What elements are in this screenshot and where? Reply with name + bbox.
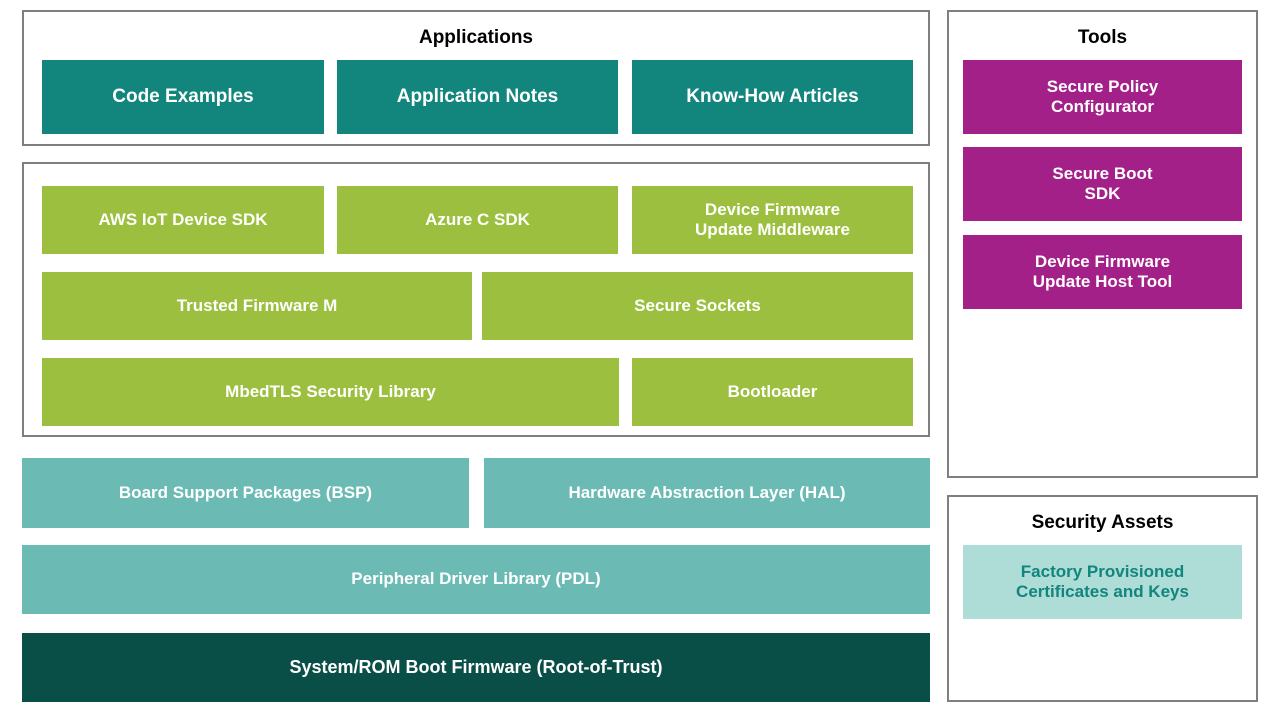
applications-item-know-how-articles[interactable]: Know-How Articles [632, 60, 913, 134]
tools-panel-title: Tools [1077, 27, 1128, 48]
applications-item-application-notes[interactable]: Application Notes [337, 60, 618, 134]
applications-panel: Applications Code Examples Application N… [22, 10, 930, 146]
layer-peripheral-driver-library[interactable]: Peripheral Driver Library (PDL) [22, 545, 930, 614]
tools-item-device-firmware-update-host-tool[interactable]: Device Firmware Update Host Tool [963, 235, 1242, 309]
security-assets-item-factory-provisioned-certificates-and-keys[interactable]: Factory Provisioned Certificates and Key… [963, 545, 1242, 619]
security-assets-panel: Security Assets Factory Provisioned Cert… [947, 495, 1258, 702]
middleware-item-aws-iot-device-sdk[interactable]: AWS IoT Device SDK [42, 186, 324, 254]
middleware-item-bootloader[interactable]: Bootloader [632, 358, 913, 426]
middleware-panel: AWS IoT Device SDK Azure C SDK Device Fi… [22, 162, 930, 437]
layer-board-support-packages[interactable]: Board Support Packages (BSP) [22, 458, 469, 528]
middleware-item-azure-c-sdk[interactable]: Azure C SDK [337, 186, 618, 254]
applications-item-code-examples[interactable]: Code Examples [42, 60, 324, 134]
layer-system-rom-boot-firmware[interactable]: System/ROM Boot Firmware (Root-of-Trust) [22, 633, 930, 702]
tools-item-secure-policy-configurator[interactable]: Secure Policy Configurator [963, 60, 1242, 134]
middleware-item-trusted-firmware-m[interactable]: Trusted Firmware M [42, 272, 472, 340]
tools-panel: Tools Secure Policy Configurator Secure … [947, 10, 1258, 478]
applications-panel-title: Applications [418, 27, 533, 48]
layer-hardware-abstraction-layer[interactable]: Hardware Abstraction Layer (HAL) [484, 458, 930, 528]
middleware-item-mbedtls-security-library[interactable]: MbedTLS Security Library [42, 358, 619, 426]
tools-item-secure-boot-sdk[interactable]: Secure Boot SDK [963, 147, 1242, 221]
middleware-item-secure-sockets[interactable]: Secure Sockets [482, 272, 913, 340]
middleware-item-device-firmware-update-middleware[interactable]: Device Firmware Update Middleware [632, 186, 913, 254]
security-assets-panel-title: Security Assets [1031, 512, 1174, 533]
